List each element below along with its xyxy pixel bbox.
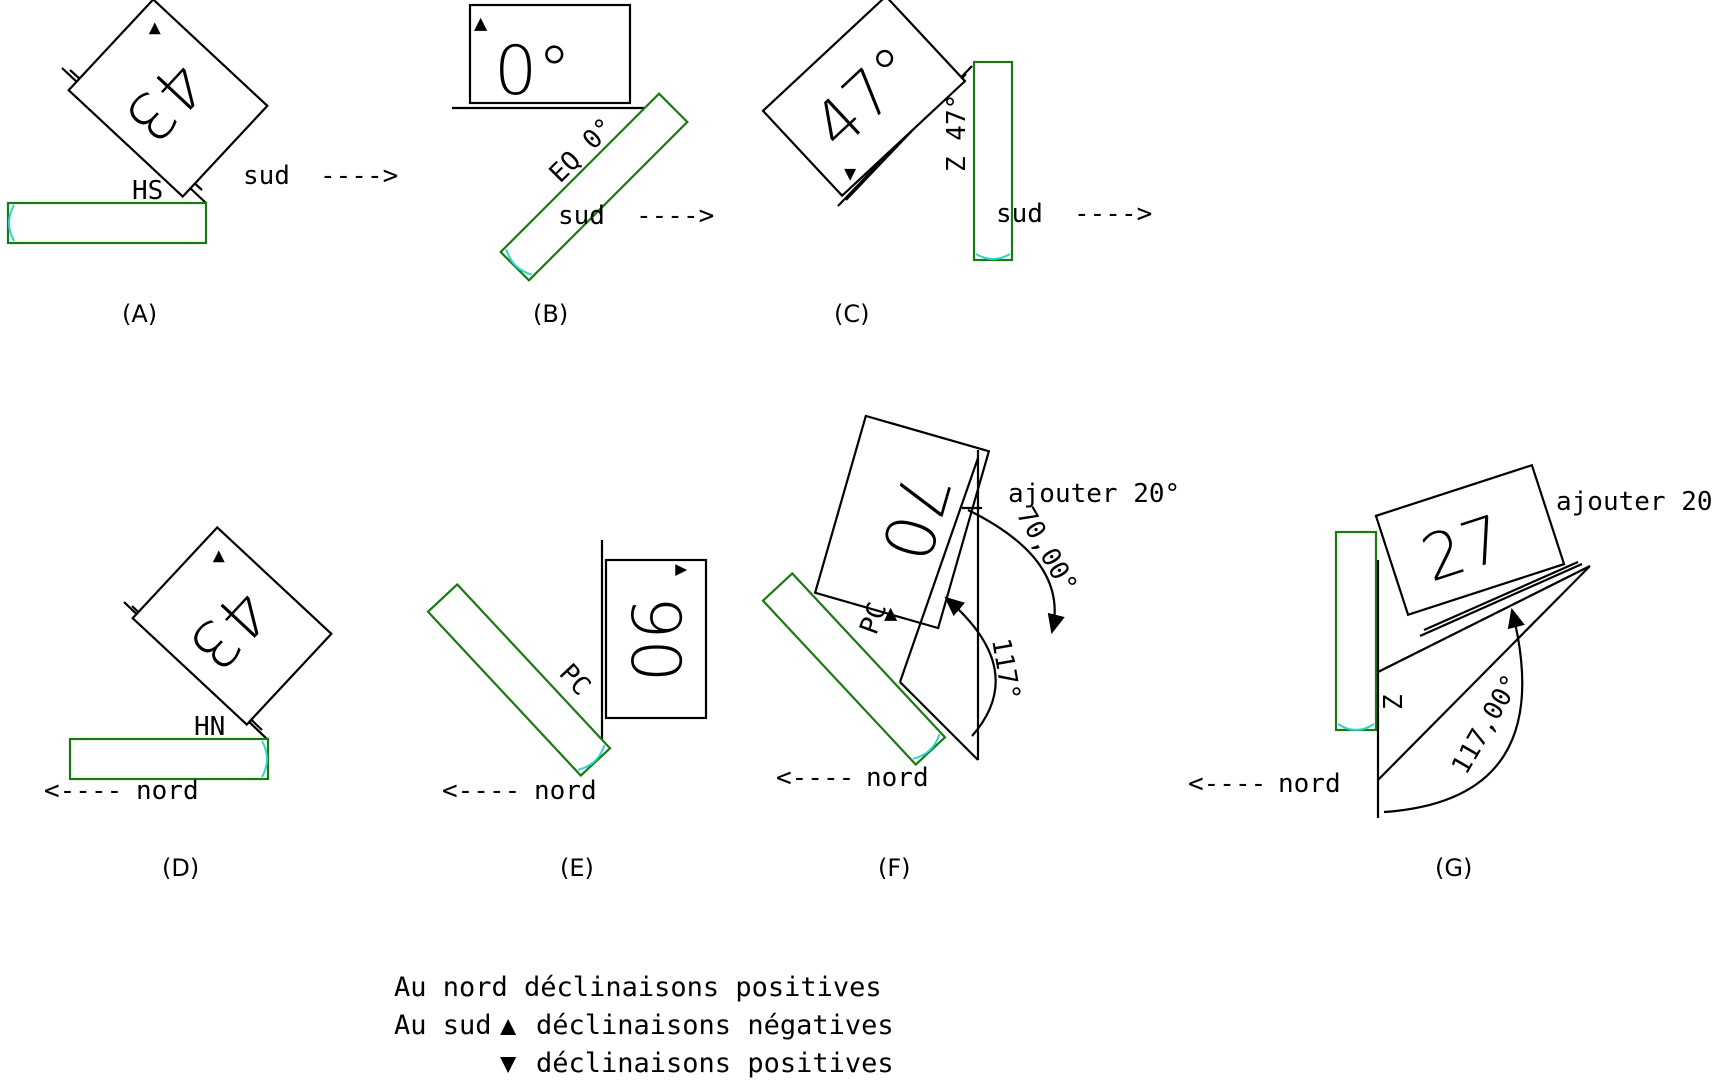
panel-f-card: 70 — [813, 414, 991, 630]
panel-c-caption: (C) — [834, 300, 869, 328]
panel-f-bottom-line — [899, 681, 979, 761]
panel-e-dir-label: nord — [534, 776, 597, 806]
panel-g-diagonal-line — [1377, 565, 1591, 781]
panel-g-caption: (G) — [1435, 854, 1472, 882]
panel-g-tube-end — [1337, 723, 1375, 731]
panel-e-tube-end — [577, 744, 606, 771]
panel-d: 43 ▲ HN <---- nord (D) — [44, 525, 333, 882]
panel-f-tube-group — [761, 571, 947, 767]
panel-c: 47° ▼ Z 47° sud ----> (C) — [761, 0, 1152, 328]
panel-g-angle1: 117,00° — [1446, 670, 1527, 780]
legend-line2-prefix: Au sud — [394, 1010, 492, 1041]
panel-e: 90 ▲ PC <---- nord (E) — [426, 540, 708, 882]
panel-g-arc-117 — [1383, 607, 1525, 814]
panel-g-card: 27 — [1374, 463, 1566, 617]
panel-c-side-label: Z 47° — [942, 94, 972, 172]
panel-d-caption: (D) — [162, 854, 199, 882]
panel-b-caption: (B) — [533, 300, 568, 328]
panel-b: 0° ▲ EQ 0° sud ----> (B) — [452, 3, 714, 328]
panel-e-number: 90 — [615, 596, 694, 683]
panel-f-arc-70 — [967, 509, 1065, 635]
panel-c-marker-icon: ▼ — [844, 161, 856, 185]
panel-f-mirror-line — [898, 457, 980, 683]
panel-f-angle1: 70,00° — [1010, 503, 1083, 599]
panel-e-caption: (E) — [560, 854, 594, 882]
panel-a-tube — [6, 201, 208, 245]
panel-g-dir-label: nord — [1278, 769, 1341, 799]
panel-a-caption: (A) — [122, 300, 157, 328]
panel-g-side-label: Z — [1379, 694, 1409, 710]
panel-f-arc-117 — [944, 596, 997, 737]
panel-g-base-line-inner — [1423, 560, 1579, 632]
panel-a-dir-label: sud — [243, 161, 290, 191]
panel-b-number: 0° — [494, 32, 571, 111]
panel-c-tube-end — [975, 253, 1011, 260]
panel-b-card — [468, 3, 632, 105]
panel-b-dir-label: sud — [558, 201, 605, 231]
panel-f: 70 ▲ PC 70,00° 117° ajouter 20° <---- no… — [761, 414, 1180, 882]
panel-g-note: ajouter 20° — [1556, 487, 1713, 517]
panel-a-side-label: HS — [132, 176, 163, 206]
legend-up-triangle-icon: ▲ — [500, 1010, 517, 1041]
panel-g: 27 Z 117,00° ajouter 20° <---- nord (G) — [1188, 463, 1713, 882]
panel-e-arrow: <---- — [442, 776, 520, 806]
panel-f-note: ajouter 20° — [1008, 479, 1180, 509]
legend-line1: Au nord déclinaisons positives — [394, 972, 882, 1003]
panel-g-tube — [1334, 530, 1378, 732]
panel-a-marker-icon: ▲ — [149, 15, 161, 39]
legend-line2-text: déclinaisons négatives — [536, 1010, 894, 1041]
panel-d-marker-icon: ▲ — [213, 543, 225, 567]
panel-f-dir-label: nord — [866, 763, 929, 793]
panel-c-dir-label: sud — [996, 199, 1043, 229]
panel-f-marker-icon: ▲ — [884, 601, 898, 626]
panel-b-marker-icon: ▲ — [474, 11, 488, 36]
panel-e-card — [604, 558, 708, 720]
legend-line3-text: déclinaisons positives — [536, 1048, 894, 1079]
legend-down-triangle-icon: ▼ — [500, 1048, 517, 1079]
panel-e-tube-group — [426, 582, 612, 778]
panel-a-card: 43 ▲ — [67, 0, 269, 199]
panel-g-base-line — [1419, 562, 1583, 638]
panel-d-side-label: HN — [194, 712, 225, 742]
panel-c-tube — [972, 60, 1014, 262]
panel-f-tube-end — [912, 733, 941, 760]
panel-b-tube-end — [505, 248, 533, 276]
panel-e-marker-icon: ▲ — [671, 564, 695, 576]
panel-c-arrow: ----> — [1074, 199, 1152, 229]
panel-g-plane-line — [1377, 565, 1591, 673]
panel-a: 43 ▲ HS sud ----> (A) — [6, 0, 398, 328]
panel-f-angle2: 117° — [985, 636, 1025, 703]
panel-d-dir-label: nord — [136, 776, 199, 806]
panel-a-arrow: ----> — [320, 161, 398, 191]
panel-d-card: 43 ▲ — [131, 525, 333, 727]
panel-b-arrow: ----> — [636, 201, 714, 231]
panel-d-tube-end — [261, 740, 268, 778]
panel-c-card: 47° ▼ — [761, 0, 967, 198]
legend: Au nord déclinaisons positives Au sud ▲ … — [394, 972, 894, 1079]
panel-d-tube — [68, 737, 270, 781]
panel-f-caption: (F) — [878, 854, 911, 882]
panel-f-arrow: <---- — [776, 763, 854, 793]
panel-g-arrow: <---- — [1188, 769, 1266, 799]
panel-b-tube-group — [499, 92, 689, 282]
panel-d-arrow: <---- — [44, 776, 122, 806]
panel-a-tube-end — [8, 204, 15, 242]
